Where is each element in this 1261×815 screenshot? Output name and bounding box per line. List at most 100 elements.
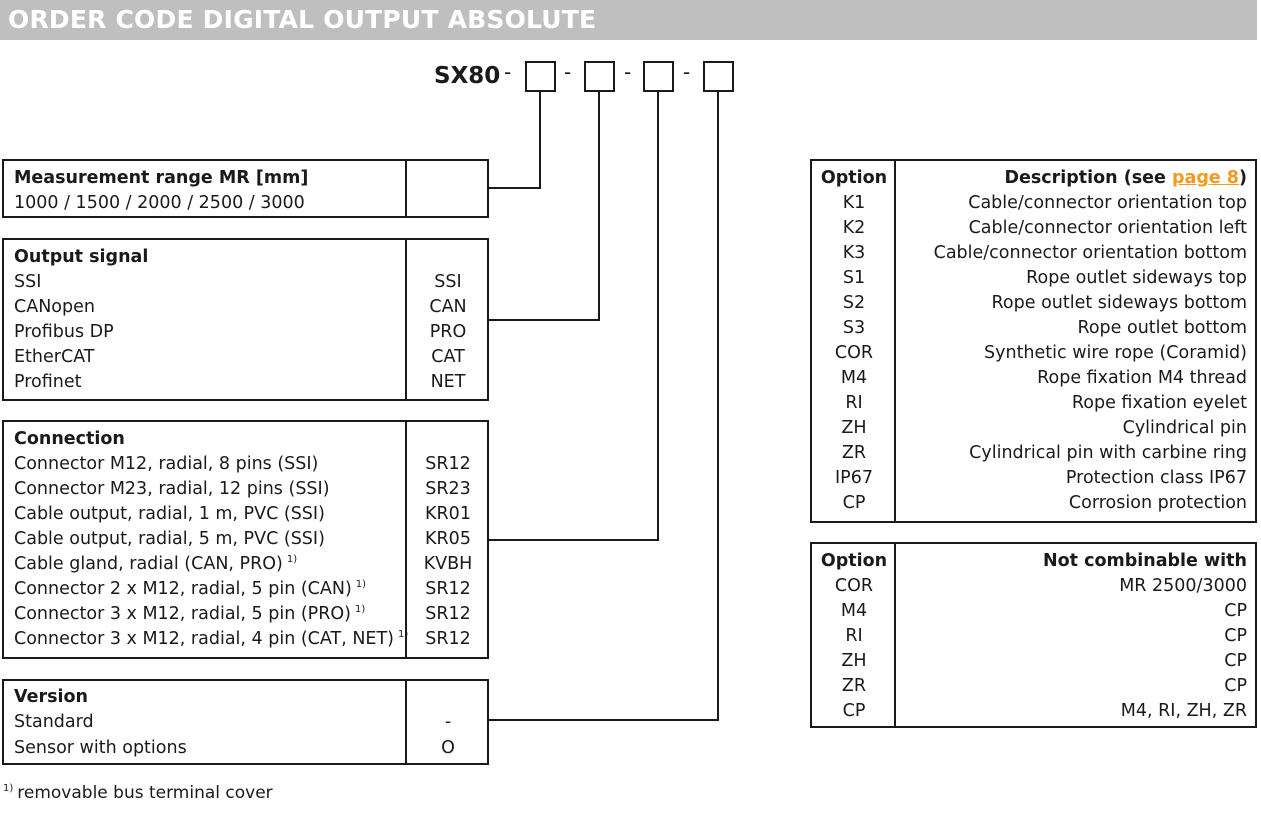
options-table: Option Description (see page 8) K1 Cable… xyxy=(810,159,1257,523)
option-code: COR xyxy=(834,343,874,363)
connection-code: KVBH xyxy=(423,554,473,574)
output-signal-code: CAT xyxy=(431,347,465,367)
output-signal-label: Profinet xyxy=(14,372,82,392)
order-code-slot-mr xyxy=(525,61,556,92)
output-signal-label: EtherCAT xyxy=(14,347,95,367)
connection-label: Cable output, radial, 5 m, PVC (SSI) xyxy=(14,529,325,549)
option-description: Rope fixation eyelet xyxy=(1071,393,1247,413)
connection-code: KR05 xyxy=(425,529,471,549)
footnote-mark: 1) xyxy=(3,783,14,795)
order-code-prefix: SX80 xyxy=(434,63,501,89)
order-code-separator: - xyxy=(504,60,512,84)
page-8-link[interactable]: page 8 xyxy=(1171,168,1239,188)
option-description: Rope fixation M4 thread xyxy=(1037,368,1247,388)
option-description: Cylindrical pin xyxy=(1122,418,1247,438)
version-code: - xyxy=(444,712,452,732)
options-col1-header: Option xyxy=(820,168,888,188)
connector-line-mr xyxy=(488,92,541,189)
connection-code: SR12 xyxy=(425,604,471,624)
connection-code: SR12 xyxy=(425,579,471,599)
version-code: O xyxy=(441,738,455,758)
version-heading: Version xyxy=(14,687,88,707)
connection-heading: Connection xyxy=(14,429,125,449)
options-col2-header: Description (see page 8) xyxy=(1004,168,1247,188)
combination-option: M4 xyxy=(840,601,868,621)
combination-value: M4, RI, ZH, ZR xyxy=(1120,701,1247,721)
footnote-marker: 1) xyxy=(286,554,298,566)
connection-box: Connection Connector M12, radial, 8 pins… xyxy=(2,420,489,659)
connection-code: SR12 xyxy=(425,629,471,649)
footnote-text: removable bus terminal cover xyxy=(17,783,273,803)
connection-label: Connector 3 x M12, radial, 4 pin (CAT, N… xyxy=(14,629,409,649)
page-title: ORDER CODE DIGITAL OUTPUT ABSOLUTE xyxy=(8,5,597,34)
order-code-slot-output xyxy=(584,61,615,92)
option-description: Rope outlet sideways bottom xyxy=(991,293,1247,313)
connection-code: KR01 xyxy=(425,504,471,524)
option-description: Corrosion protection xyxy=(1068,493,1247,513)
connection-label: Connector M12, radial, 8 pins (SSI) xyxy=(14,454,319,474)
connection-label: Connector 3 x M12, radial, 5 pin (PRO)1) xyxy=(14,604,366,624)
option-description: Protection class IP67 xyxy=(1065,468,1247,488)
order-code-separator: - xyxy=(683,60,691,84)
combination-option: ZH xyxy=(841,651,867,671)
combinations-col2-header: Not combinable with xyxy=(1042,551,1247,571)
option-description: Synthetic wire rope (Coramid) xyxy=(984,343,1247,363)
version-label: Sensor with options xyxy=(14,738,187,758)
output-signal-code: PRO xyxy=(429,322,467,342)
output-signal-label: Profibus DP xyxy=(14,322,114,342)
combination-option: ZR xyxy=(841,676,867,696)
version-label: Standard xyxy=(14,712,94,732)
option-description: Rope outlet sideways top xyxy=(1026,268,1247,288)
option-code: ZR xyxy=(841,443,867,463)
footnote-marker: 1) xyxy=(355,604,366,616)
order-code-separator: - xyxy=(564,60,572,84)
footnote: 1)removable bus terminal cover xyxy=(3,783,273,803)
option-code: CP xyxy=(842,493,866,513)
order-code-slot-connection xyxy=(643,61,674,92)
option-description: Cable/connector orientation left xyxy=(968,218,1247,238)
output-signal-label: SSI xyxy=(14,272,42,292)
output-signal-code: CAN xyxy=(429,297,467,317)
version-box: Version Standard Sensor with options - O xyxy=(2,679,489,765)
option-code: M4 xyxy=(840,368,868,388)
order-code-slot-version xyxy=(703,61,734,92)
connector-line-output xyxy=(488,92,600,321)
output-signal-box: Output signal SSI CANopen Profibus DP Et… xyxy=(2,238,489,401)
option-code: K2 xyxy=(842,218,866,238)
page-header: ORDER CODE DIGITAL OUTPUT ABSOLUTE xyxy=(0,0,1257,40)
measurement-range-values: 1000 / 1500 / 2000 / 2500 / 3000 xyxy=(14,193,305,213)
option-code: K1 xyxy=(842,193,866,213)
connection-label: Cable output, radial, 1 m, PVC (SSI) xyxy=(14,504,325,524)
measurement-range-box: Measurement range MR [mm] 1000 / 1500 / … xyxy=(2,159,489,218)
option-description: Cable/connector orientation top xyxy=(968,193,1247,213)
connection-code: SR23 xyxy=(425,479,471,499)
combinations-col1-header: Option xyxy=(820,551,888,571)
connector-line-version xyxy=(488,92,719,721)
connection-label: Connector M23, radial, 12 pins (SSI) xyxy=(14,479,330,499)
combination-value: CP xyxy=(1224,601,1247,621)
footnote-marker: 1) xyxy=(398,629,409,641)
connection-label: Connector 2 x M12, radial, 5 pin (CAN)1) xyxy=(14,579,367,599)
combination-option: CP xyxy=(842,701,866,721)
option-description: Cable/connector orientation bottom xyxy=(933,243,1247,263)
option-code: RI xyxy=(845,393,863,413)
combination-value: MR 2500/3000 xyxy=(1119,576,1247,596)
option-code: S1 xyxy=(842,268,866,288)
output-signal-code: NET xyxy=(430,372,466,392)
order-code-separator: - xyxy=(624,60,632,84)
output-signal-code: SSI xyxy=(434,272,462,292)
combination-value: CP xyxy=(1224,651,1247,671)
connector-line-connection xyxy=(488,92,659,541)
measurement-range-heading: Measurement range MR [mm] xyxy=(14,168,309,188)
connection-label: Cable gland, radial (CAN, PRO)1) xyxy=(14,554,298,574)
option-code: IP67 xyxy=(835,468,873,488)
combination-value: CP xyxy=(1224,676,1247,696)
output-signal-heading: Output signal xyxy=(14,247,149,267)
combination-option: COR xyxy=(834,576,874,596)
option-description: Cylindrical pin with carbine ring xyxy=(969,443,1247,463)
combination-value: CP xyxy=(1224,626,1247,646)
option-code: K3 xyxy=(842,243,866,263)
option-code: ZH xyxy=(841,418,867,438)
connection-code: SR12 xyxy=(425,454,471,474)
option-code: S3 xyxy=(842,318,866,338)
